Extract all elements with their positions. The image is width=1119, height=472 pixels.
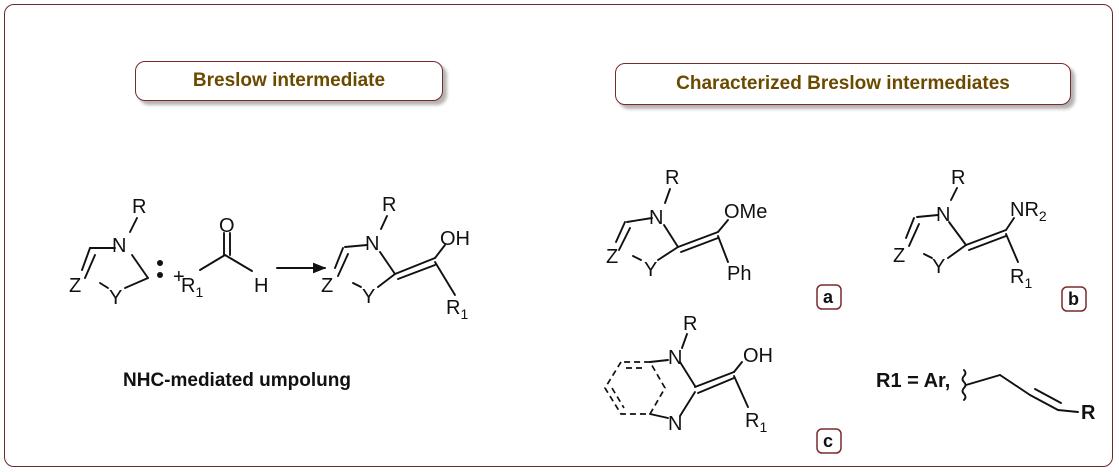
header-right-text: Characterized Breslow intermediates [676,73,1010,94]
atom-n: N [936,204,950,226]
atom-n: N [649,207,663,229]
atom-oh: OH [440,228,470,250]
atom-h: H [254,275,268,297]
atom-r1: R1 [446,297,468,322]
atom-z: Z [893,245,905,267]
atom-y: Y [109,287,122,309]
atom-n: N [668,347,682,369]
allyl-r: R [1081,402,1096,424]
tag-a: a [816,284,842,310]
atom-o: O [219,215,235,237]
atom-ome: OMe [724,201,767,223]
r1-definition: R1 = Ar, R [876,369,1096,424]
tag-c: c [816,428,842,454]
carbene-lone-pair [157,260,163,266]
atom-r: R [132,196,146,218]
tag-c-text: c [823,431,833,451]
plus-sign: + [173,266,185,288]
atom-n: N [365,233,379,255]
atom-z: Z [606,246,618,268]
atom-r: R [951,167,965,189]
atom-z: Z [69,275,81,297]
structure-b: R N Z Y NR2 R1 [893,167,1047,291]
atom-y: Y [644,259,657,281]
atom-y: Y [932,256,945,278]
aldehyde-structure: O R1 H [181,215,268,300]
atom-ph: Ph [727,263,751,285]
atom-r: R [382,194,396,216]
tag-a-text: a [823,287,834,307]
atom-oh: OH [743,345,773,367]
atom-r: R [665,167,679,189]
atom-r1: R1 [181,275,203,300]
atom-r1: R1 [745,410,767,435]
atom-y: Y [362,286,375,308]
atom-nr2: NR2 [1010,199,1047,224]
header-breslow-intermediate: Breslow intermediate [135,61,443,101]
header-left-text: Breslow intermediate [192,70,386,91]
nhc-carbene-structure: R N Z Y [69,196,163,309]
atom-n: N [112,235,126,257]
header-characterized-intermediates: Characterized Breslow intermediates [615,63,1071,105]
caption-nhc-umpolung: NHC-mediated umpolung [123,370,351,391]
structure-c: R N N OH R1 [604,313,773,435]
tag-b-text: b [1068,289,1079,309]
atom-z: Z [321,275,333,297]
atom-n: N [668,413,682,435]
atom-r1: R1 [1010,266,1032,291]
breslow-product-structure: R N Z Y OH R1 [321,194,470,322]
structure-a: R N Z Y OMe Ph [606,167,767,285]
atom-r: R [683,313,697,335]
r1-definition-text: R1 = Ar, [876,370,950,392]
tag-b: b [1061,286,1087,312]
